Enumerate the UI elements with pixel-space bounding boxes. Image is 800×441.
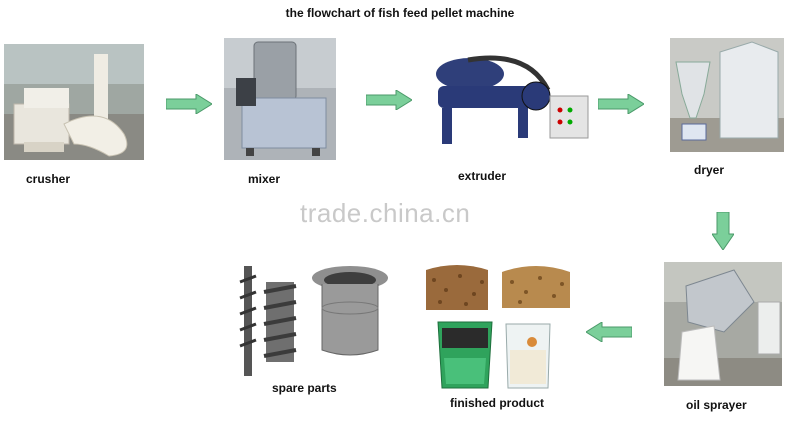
crusher-image	[4, 44, 144, 160]
pellets-image-1	[424, 262, 490, 312]
oil-sprayer-label: oil sprayer	[686, 398, 747, 412]
flow-arrow-down	[712, 212, 734, 250]
clear-cup-image	[502, 320, 554, 390]
crusher-label: crusher	[26, 172, 70, 186]
green-cup-image	[432, 318, 498, 390]
extruder-image	[418, 50, 590, 158]
mixer-image	[224, 38, 336, 160]
pellets-image-2	[500, 262, 572, 310]
dryer-image	[670, 38, 784, 152]
screw-shaft-image	[238, 262, 300, 384]
diagram-title: the flowchart of fish feed pellet machin…	[0, 6, 800, 20]
flow-arrow-right-2	[366, 90, 412, 110]
flow-arrow-right-3	[598, 94, 644, 114]
flow-arrow-right-1	[166, 94, 212, 114]
finished-product-label: finished product	[450, 396, 544, 410]
mixer-label: mixer	[248, 172, 280, 186]
watermark: trade.china.cn	[300, 198, 470, 229]
flow-arrow-left	[586, 322, 632, 342]
spare-parts-label: spare parts	[272, 381, 337, 395]
barrel-sleeve-image	[308, 264, 392, 360]
dryer-label: dryer	[694, 163, 724, 177]
oil-sprayer-image	[664, 262, 782, 386]
extruder-label: extruder	[458, 169, 506, 183]
